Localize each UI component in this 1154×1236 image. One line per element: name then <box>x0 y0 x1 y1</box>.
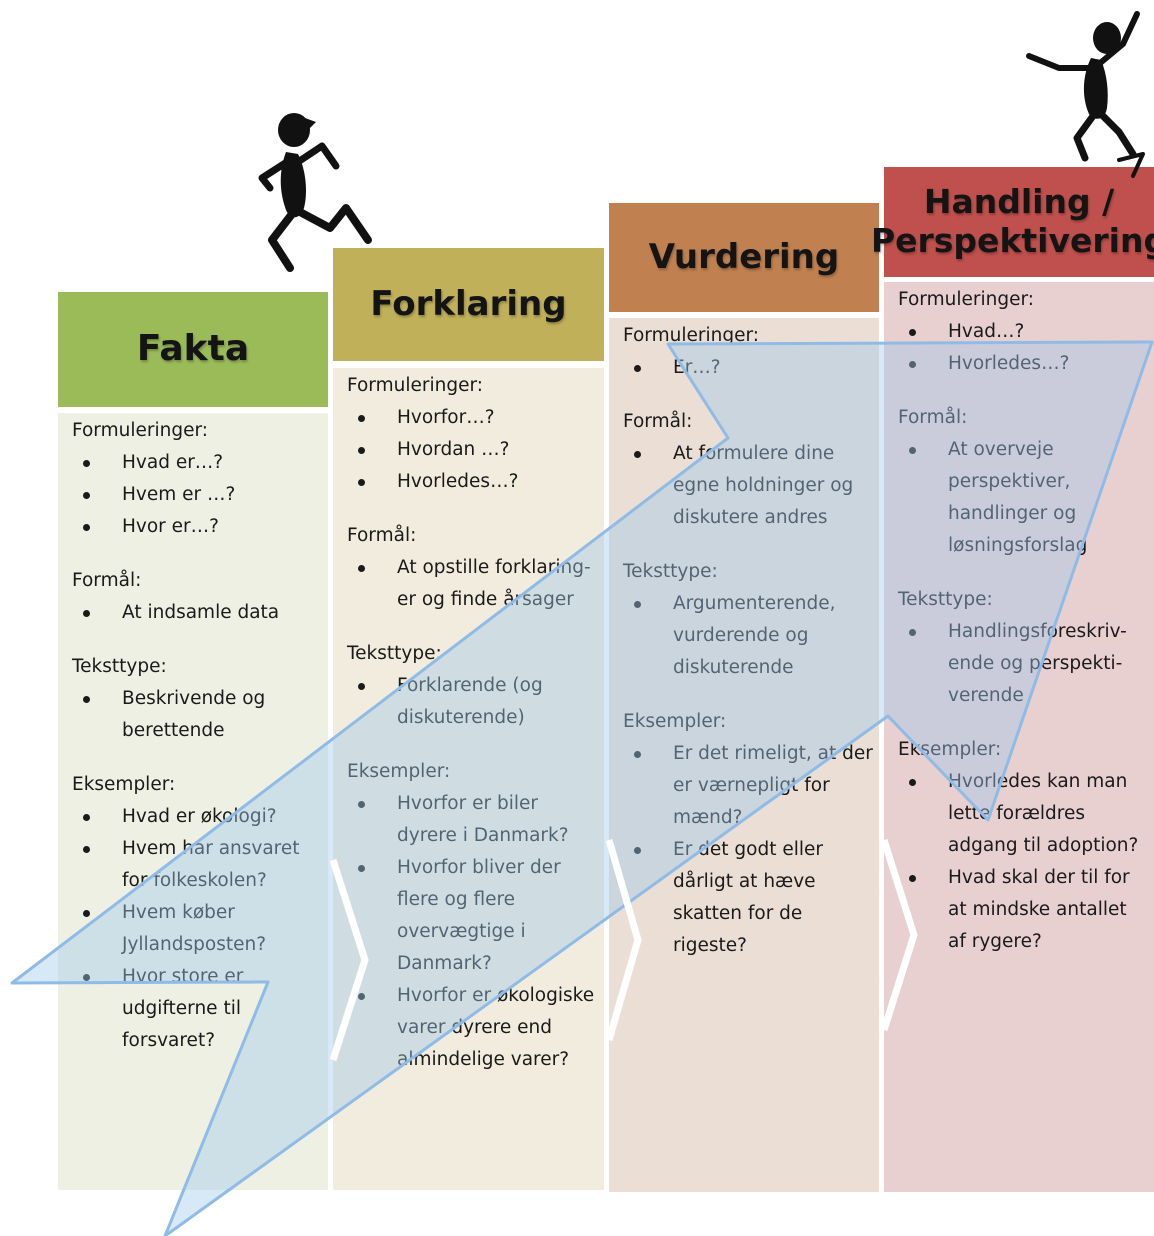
list-item: Hvad…? <box>898 316 1148 348</box>
section-eksempler: Eksempler: Er det rimeligt, at der er væ… <box>623 706 873 962</box>
list-item: Hvorledes kan man lette forældres adgang… <box>898 766 1148 862</box>
section-label: Formål: <box>623 411 693 432</box>
section-label: Eksempler: <box>347 761 451 782</box>
list-item: At overveje perspektiver, handlinger og … <box>898 434 1148 562</box>
list-item: At formulere dine egne holdninger og dis… <box>623 438 873 534</box>
list-item: Hvorledes…? <box>347 466 598 498</box>
list-item: Hvorfor…? <box>347 402 598 434</box>
list-item: Hvorledes…? <box>898 348 1148 380</box>
list-item: Handlingsforeskriv-ende og perspekti-ver… <box>898 616 1148 712</box>
section-teksttype: Teksttype: Forklarende (og diskuterende) <box>347 638 598 734</box>
list-item: Er…? <box>623 352 873 384</box>
section-label: Teksttype: <box>72 656 167 677</box>
list-item: Er det rimeligt, at der er værnepligt fo… <box>623 738 873 834</box>
section-teksttype: Teksttype: Argumenterende, vurderende og… <box>623 556 873 684</box>
list-item: At indsamle data <box>72 597 322 629</box>
section-eksempler: Eksempler: Hvorfor er biler dyrere i Dan… <box>347 756 598 1076</box>
list-item: Hvor er…? <box>72 511 322 543</box>
section-formaal: Formål: At indsamle data <box>72 565 322 629</box>
panel-handling: Formuleringer: Hvad…? Hvorledes…? Formål… <box>884 282 1154 1192</box>
section-teksttype: Teksttype: Beskrivende og berettende <box>72 651 322 747</box>
section-eksempler: Eksempler: Hvorledes kan man lette foræl… <box>898 734 1148 958</box>
header-handling: Handling / Perspektivering <box>871 167 1154 277</box>
header-fakta: Fakta <box>58 292 328 407</box>
section-teksttype: Teksttype: Handlingsforeskriv-ende og pe… <box>898 584 1148 712</box>
section-label: Eksempler: <box>72 774 176 795</box>
section-label: Eksempler: <box>623 711 727 732</box>
section-formuleringer: Formuleringer: Hvad…? Hvorledes…? <box>898 284 1148 380</box>
list-item: Hvad er økologi? <box>72 801 322 833</box>
section-label: Teksttype: <box>898 589 993 610</box>
section-label: Teksttype: <box>347 643 442 664</box>
list-item: Argumenterende, vurderende og diskuteren… <box>623 588 873 684</box>
panel-forklaring: Formuleringer: Hvorfor…? Hvordan …? Hvor… <box>333 368 604 1190</box>
list-item: Hvorfor er biler dyrere i Danmark? <box>347 788 598 852</box>
panel-vurdering: Formuleringer: Er…? Formål: At formulere… <box>609 318 879 1192</box>
section-formuleringer: Formuleringer: Er…? <box>623 320 873 384</box>
list-item: Er det godt eller dårligt at hæve skatte… <box>623 834 873 962</box>
list-item: Hvad er…? <box>72 447 322 479</box>
section-formaal: Formål: At opstille forklaring-er og fin… <box>347 520 598 616</box>
list-item: Hvem køber Jyllandsposten? <box>72 897 322 961</box>
panel-fakta: Formuleringer: Hvad er…? Hvem er …? Hvor… <box>58 413 328 1190</box>
list-item: Hvem har ansvaret for folkeskolen? <box>72 833 322 897</box>
section-label: Formål: <box>898 407 968 428</box>
list-item: Hvorfor er økologiske varer dyrere end a… <box>347 980 598 1076</box>
header-vurdering: Vurdering <box>609 203 879 312</box>
list-item: Hvem er …? <box>72 479 322 511</box>
list-item: Hvad skal der til for at mindske antalle… <box>898 862 1148 958</box>
section-label: Formuleringer: <box>898 289 1034 310</box>
section-label: Formuleringer: <box>623 325 759 346</box>
list-item: Hvordan …? <box>347 434 598 466</box>
section-formaal: Formål: At overveje perspektiver, handli… <box>898 402 1148 562</box>
section-label: Formuleringer: <box>72 420 208 441</box>
section-label: Formål: <box>72 570 142 591</box>
list-item: Forklarende (og diskuterende) <box>347 670 598 734</box>
running-figure-icon <box>258 113 372 272</box>
section-label: Eksempler: <box>898 739 1002 760</box>
list-item: Hvorfor bliver der flere og flere overvæ… <box>347 852 598 980</box>
list-item: At opstille forklaring-er og finde årsag… <box>347 552 598 616</box>
cheering-figure-icon <box>1026 11 1145 178</box>
section-formaal: Formål: At formulere dine egne holdninge… <box>623 406 873 534</box>
section-label: Teksttype: <box>623 561 718 582</box>
list-item: Beskrivende og berettende <box>72 683 322 747</box>
section-eksempler: Eksempler: Hvad er økologi? Hvem har ans… <box>72 769 322 1057</box>
list-item: Hvor store er udgifterne til forsvaret? <box>72 961 322 1057</box>
section-label: Formuleringer: <box>347 375 483 396</box>
section-formuleringer: Formuleringer: Hvorfor…? Hvordan …? Hvor… <box>347 370 598 498</box>
section-formuleringer: Formuleringer: Hvad er…? Hvem er …? Hvor… <box>72 415 322 543</box>
section-label: Formål: <box>347 525 417 546</box>
